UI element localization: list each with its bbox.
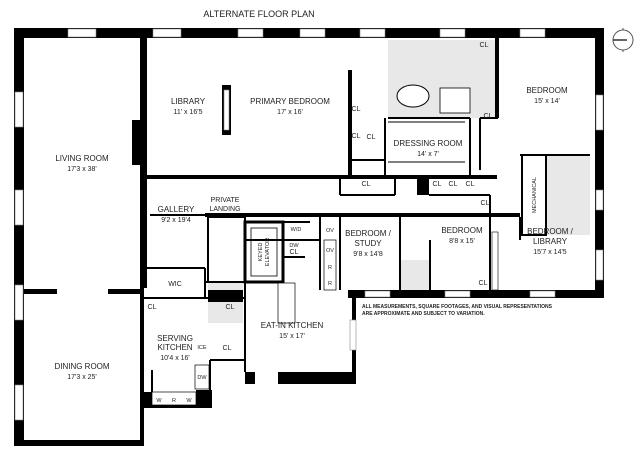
bedroom-size: 15' x 14' <box>534 98 560 105</box>
closet-labels: CL CL CL CL CL CL CL CL CL CL CL CL CL C… <box>148 42 493 352</box>
library-name: LIBRARY <box>171 97 206 106</box>
bedroom-study-line2: STUDY <box>354 239 382 248</box>
wine-label: W <box>156 398 162 404</box>
dining-room-name: DINING ROOM <box>54 362 109 371</box>
closet-label: CL <box>480 42 489 49</box>
closet-label: CL <box>290 249 299 256</box>
bedroom-library-line2: LIBRARY <box>533 237 568 246</box>
bedroom-small-size: 8'8 x 15' <box>449 238 475 245</box>
refrigerator-label: R <box>328 281 332 287</box>
closet-label: CL <box>481 200 490 207</box>
refrigerator-label: R <box>172 398 176 404</box>
walls <box>14 28 604 446</box>
closet-label: CL <box>148 304 157 311</box>
bedroom-library-size: 15'7 x 14'5 <box>533 249 567 256</box>
dishwasher-label: DW <box>289 243 299 249</box>
wine-label: W <box>186 398 192 404</box>
private-landing-line1: PRIVATE <box>211 197 240 204</box>
dishwasher-label: DW <box>197 375 207 381</box>
closet-label: CL <box>466 181 475 188</box>
oven-label: OV <box>326 228 334 234</box>
keyed-elevator-line1: KEYED <box>258 243 264 262</box>
closet-label: CL <box>352 133 361 140</box>
closet-label: CL <box>352 106 361 113</box>
disclaimer-line2: ARE APPROXIMATE AND SUBJECT TO VARIATION… <box>362 311 485 317</box>
closet-label: CL <box>484 113 493 120</box>
serving-kitchen-line1: SERVING <box>157 334 193 343</box>
eat-in-kitchen-size: 15' x 17' <box>279 333 305 340</box>
gallery-size: 9'2 x 19'4 <box>161 217 191 224</box>
bedroom-name: BEDROOM <box>526 86 568 95</box>
disclaimer-line1: ALL MEASUREMENTS, SQUARE FOOTAGES, AND V… <box>362 304 553 310</box>
eat-in-kitchen-name: EAT-IN KITCHEN <box>261 321 324 330</box>
ice-label: ICE <box>197 345 207 351</box>
appliance-labels: W/D DW OV R R OV ICE DW W R W <box>156 227 334 404</box>
closet-label: CL <box>479 280 488 287</box>
oven-label: OV <box>326 248 334 254</box>
dressing-room-size: 14' x 7' <box>417 151 439 158</box>
keyed-elevator-line2: ELEVATOR <box>265 238 271 266</box>
plan-title: ALTERNATE FLOOR PLAN <box>203 9 314 19</box>
bedroom-study-line1: BEDROOM / <box>345 229 392 238</box>
private-landing-line2: LANDING <box>209 206 240 213</box>
gallery-name: GALLERY <box>158 205 195 214</box>
closet-label: CL <box>367 134 376 141</box>
dining-room-size: 17'3 x 25' <box>67 374 97 381</box>
library-size: 11' x 16'5 <box>173 109 202 116</box>
closet-label: CL <box>449 181 458 188</box>
room-labels: LIVING ROOM 17'3 x 38' LIBRARY 11' x 16'… <box>54 86 573 381</box>
living-room-name: LIVING ROOM <box>55 154 109 163</box>
refrigerator-label: R <box>328 265 332 271</box>
washer-dryer-label: W/D <box>291 227 302 233</box>
primary-bedroom-size: 17' x 16' <box>277 109 303 116</box>
wic-name: WIC <box>168 281 182 288</box>
closet-label: CL <box>362 181 371 188</box>
bedroom-small-name: BEDROOM <box>441 226 483 235</box>
closet-label: CL <box>226 304 235 311</box>
mechanical-name: MECHANICAL <box>532 177 538 213</box>
bedroom-study-size: 9'8 x 14'8 <box>353 251 383 258</box>
serving-kitchen-size: 10'4 x 16' <box>160 355 190 362</box>
bedroom-library-line1: BEDROOM / <box>527 227 574 236</box>
dressing-room-name: DRESSING ROOM <box>394 139 463 148</box>
living-room-size: 17'3 x 38' <box>67 166 97 173</box>
primary-bedroom-name: PRIMARY BEDROOM <box>250 97 330 106</box>
closet-label: CL <box>223 345 232 352</box>
closet-label: CL <box>433 181 442 188</box>
serving-kitchen-line2: KITCHEN <box>157 343 192 352</box>
compass-north-icon <box>612 28 634 52</box>
